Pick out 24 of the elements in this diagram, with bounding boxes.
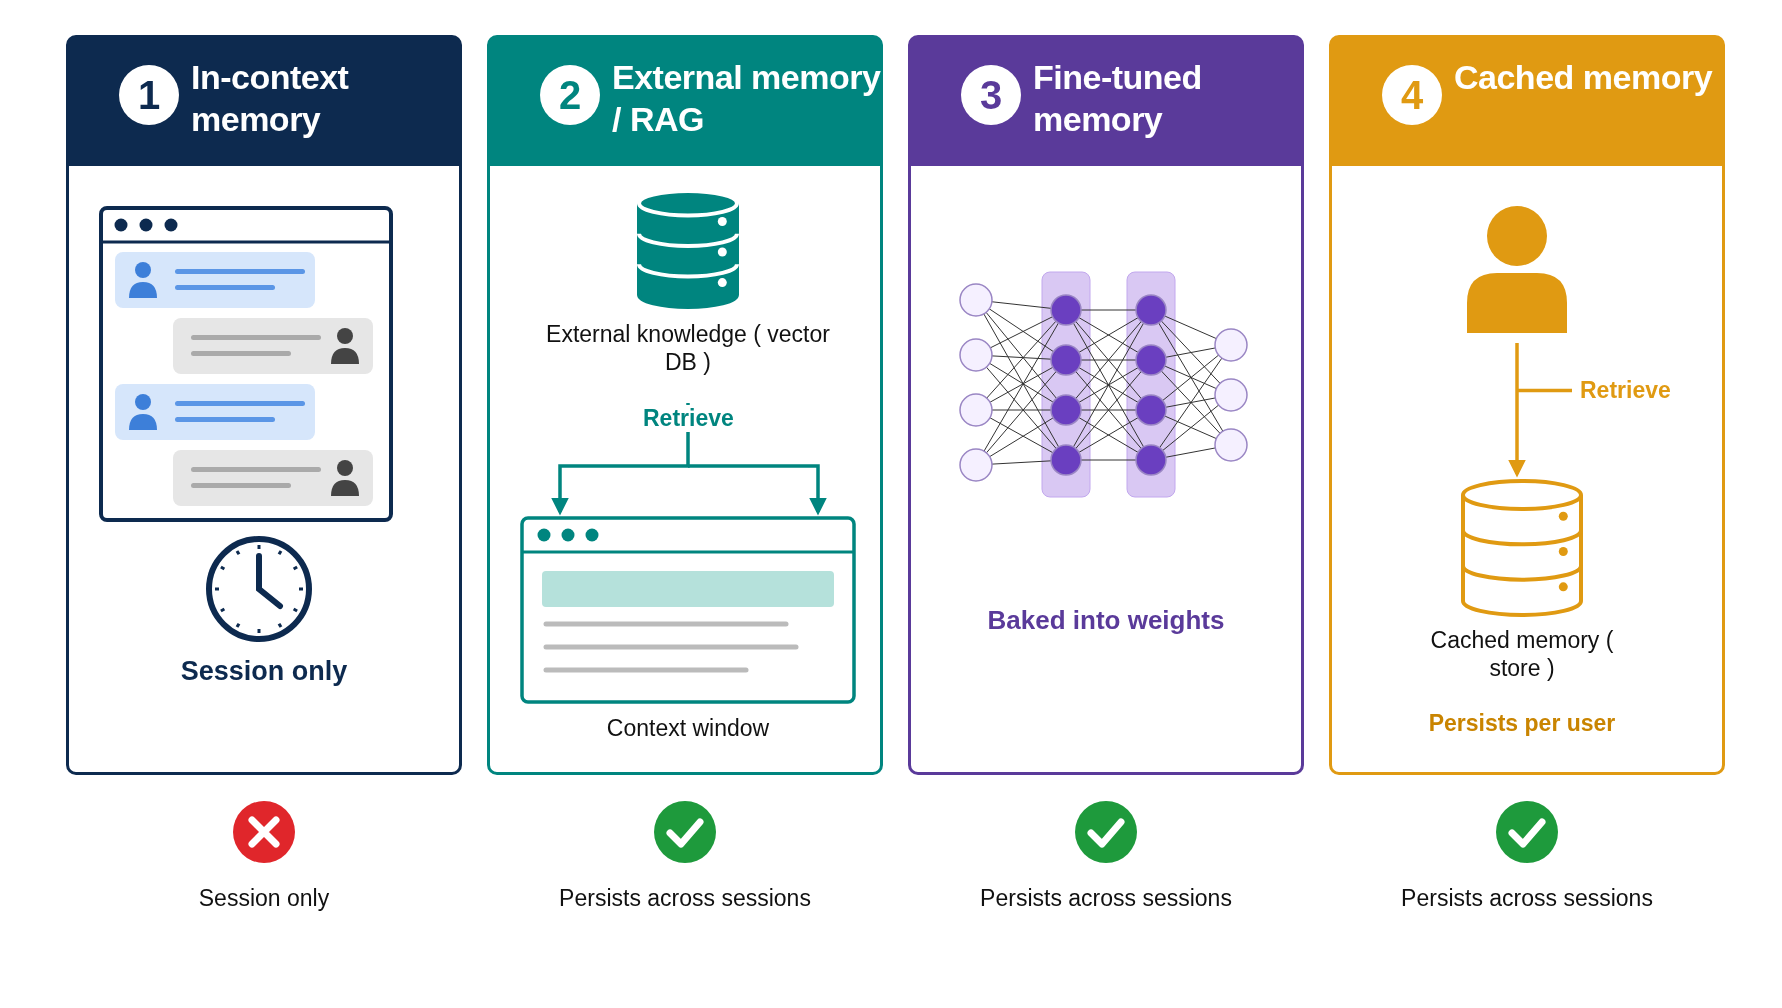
node-note: Persists per user: [1427, 710, 1617, 737]
arrow: [551, 403, 827, 516]
card-title: In-context memory: [191, 57, 350, 140]
status-text: Persists across sessions: [558, 885, 812, 912]
status-text: Session only: [197, 885, 331, 912]
status-text: Persists across sessions: [979, 885, 1233, 912]
status-text: Persists across sessions: [1400, 885, 1654, 912]
memory-card: [487, 35, 883, 775]
card-caption: Session only: [179, 656, 349, 687]
step-number: 1: [119, 65, 179, 125]
memory-card: [1329, 35, 1725, 775]
node-label: Context window: [605, 714, 771, 742]
memory-card: [66, 35, 462, 775]
step-number: 4: [1382, 65, 1442, 125]
step-number: 3: [961, 65, 1021, 125]
card-caption: Baked into weights: [986, 605, 1226, 636]
arrow: [1508, 343, 1572, 478]
card-title: External memory / RAG: [612, 57, 882, 140]
card-title: Cached memory: [1454, 57, 1714, 98]
node-label: External knowledge ( vector DB ): [545, 320, 831, 376]
step-number: 2: [540, 65, 600, 125]
card-title: Fine-tuned memory: [1033, 57, 1203, 140]
node-label: Cached memory ( store ): [1429, 626, 1615, 682]
memory-card: [908, 35, 1304, 775]
